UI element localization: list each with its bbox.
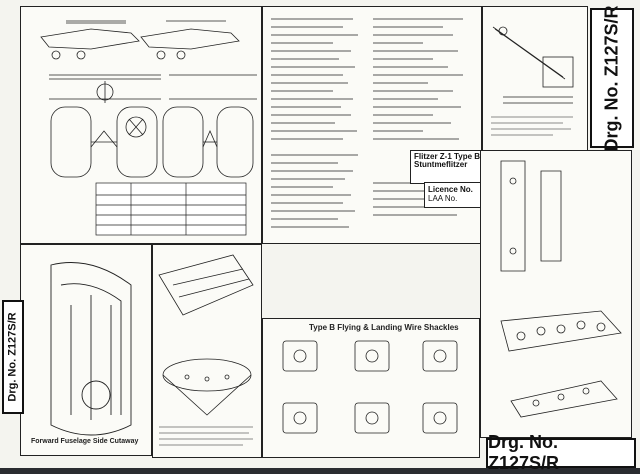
wire-shackles-panel: Type B Flying & Landing Wire Shackles bbox=[262, 318, 480, 458]
fitting-details-panel bbox=[480, 150, 632, 438]
drawing-number-stamp-bottom-right: Drg. No. Z127S/R bbox=[486, 432, 636, 473]
drawing-number-stamp-top-right: Drg. No. Z127S/R bbox=[590, 4, 634, 152]
licence-box: Licence No. LAA No. bbox=[424, 182, 482, 208]
licence-label: Licence No. bbox=[428, 185, 473, 194]
flitzer-title: Flitzer Z-1 Type B & D Stuntmeflitzer bbox=[414, 152, 497, 169]
licence-value: LAA No. bbox=[428, 194, 458, 203]
forward-fuselage-title: Forward Fuselage Side Cutaway bbox=[31, 438, 139, 445]
drawing-number-stamp-left: Drg. No. Z127S/R bbox=[2, 300, 24, 414]
wing-root-drawing bbox=[158, 254, 254, 446]
stamp-text: Drg. No. Z127S/R bbox=[601, 4, 622, 152]
specification-panel bbox=[262, 6, 482, 244]
wire-tension-panel bbox=[482, 6, 588, 152]
stamp-text: Drg. No. Z127S/R bbox=[7, 312, 19, 402]
aircraft-views-drawing bbox=[40, 20, 257, 236]
fitting-drawings bbox=[500, 160, 622, 418]
fuselage-cutaway-panel: Forward Fuselage Side Cutaway bbox=[20, 244, 152, 456]
wire-tension-drawing bbox=[491, 26, 574, 136]
spec-text-lines bbox=[271, 18, 463, 228]
fuselage-cutaway-drawing bbox=[50, 262, 132, 436]
wing-root-panel bbox=[152, 244, 262, 458]
wire-shackles-title: Type B Flying & Landing Wire Shackles bbox=[309, 323, 459, 332]
shackle-drawings bbox=[282, 340, 458, 434]
aircraft-views-panel bbox=[20, 6, 262, 244]
